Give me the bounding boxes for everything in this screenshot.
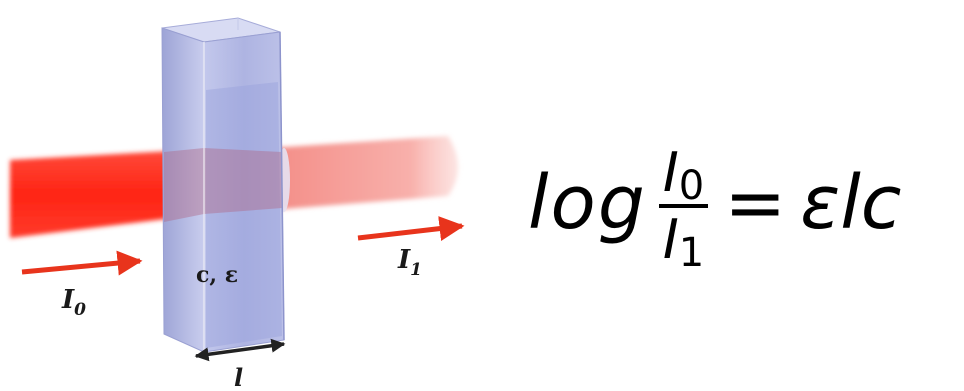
equation-log: log <box>528 160 647 246</box>
transmitted-arrow <box>357 216 465 241</box>
equals-sign: = <box>724 160 787 246</box>
denominator-subscript: 1 <box>678 230 705 276</box>
equation-rhs: εlc <box>800 160 902 246</box>
incident-arrow <box>21 250 143 276</box>
fraction-bar <box>658 204 709 208</box>
cuvette <box>161 17 285 353</box>
fraction-denominator: I1 <box>659 211 708 273</box>
transmitted-intensity-label: I1 <box>397 245 422 280</box>
intensity-ratio: I0 I1 <box>658 144 709 273</box>
fraction-numerator: I0 <box>659 144 708 206</box>
denominator-symbol: I <box>662 208 679 271</box>
incident-intensity-label: I0 <box>61 285 86 320</box>
incident-beam <box>10 150 190 238</box>
path-length-label: l <box>234 363 243 391</box>
transmitted-intensity-subscript: 1 <box>410 260 422 280</box>
beer-lambert-equation: log I0 I1 = εlc <box>528 118 958 288</box>
path-length-arrow <box>194 338 286 362</box>
sample-label: c, ε <box>196 262 238 288</box>
numerator-subscript: 0 <box>678 163 705 210</box>
transmitted-beam <box>270 136 458 212</box>
incident-intensity-subscript: 0 <box>74 300 86 320</box>
numerator-symbol: I <box>662 141 679 205</box>
cuvette-diagram: c, ε I0 I1 l <box>10 17 465 391</box>
